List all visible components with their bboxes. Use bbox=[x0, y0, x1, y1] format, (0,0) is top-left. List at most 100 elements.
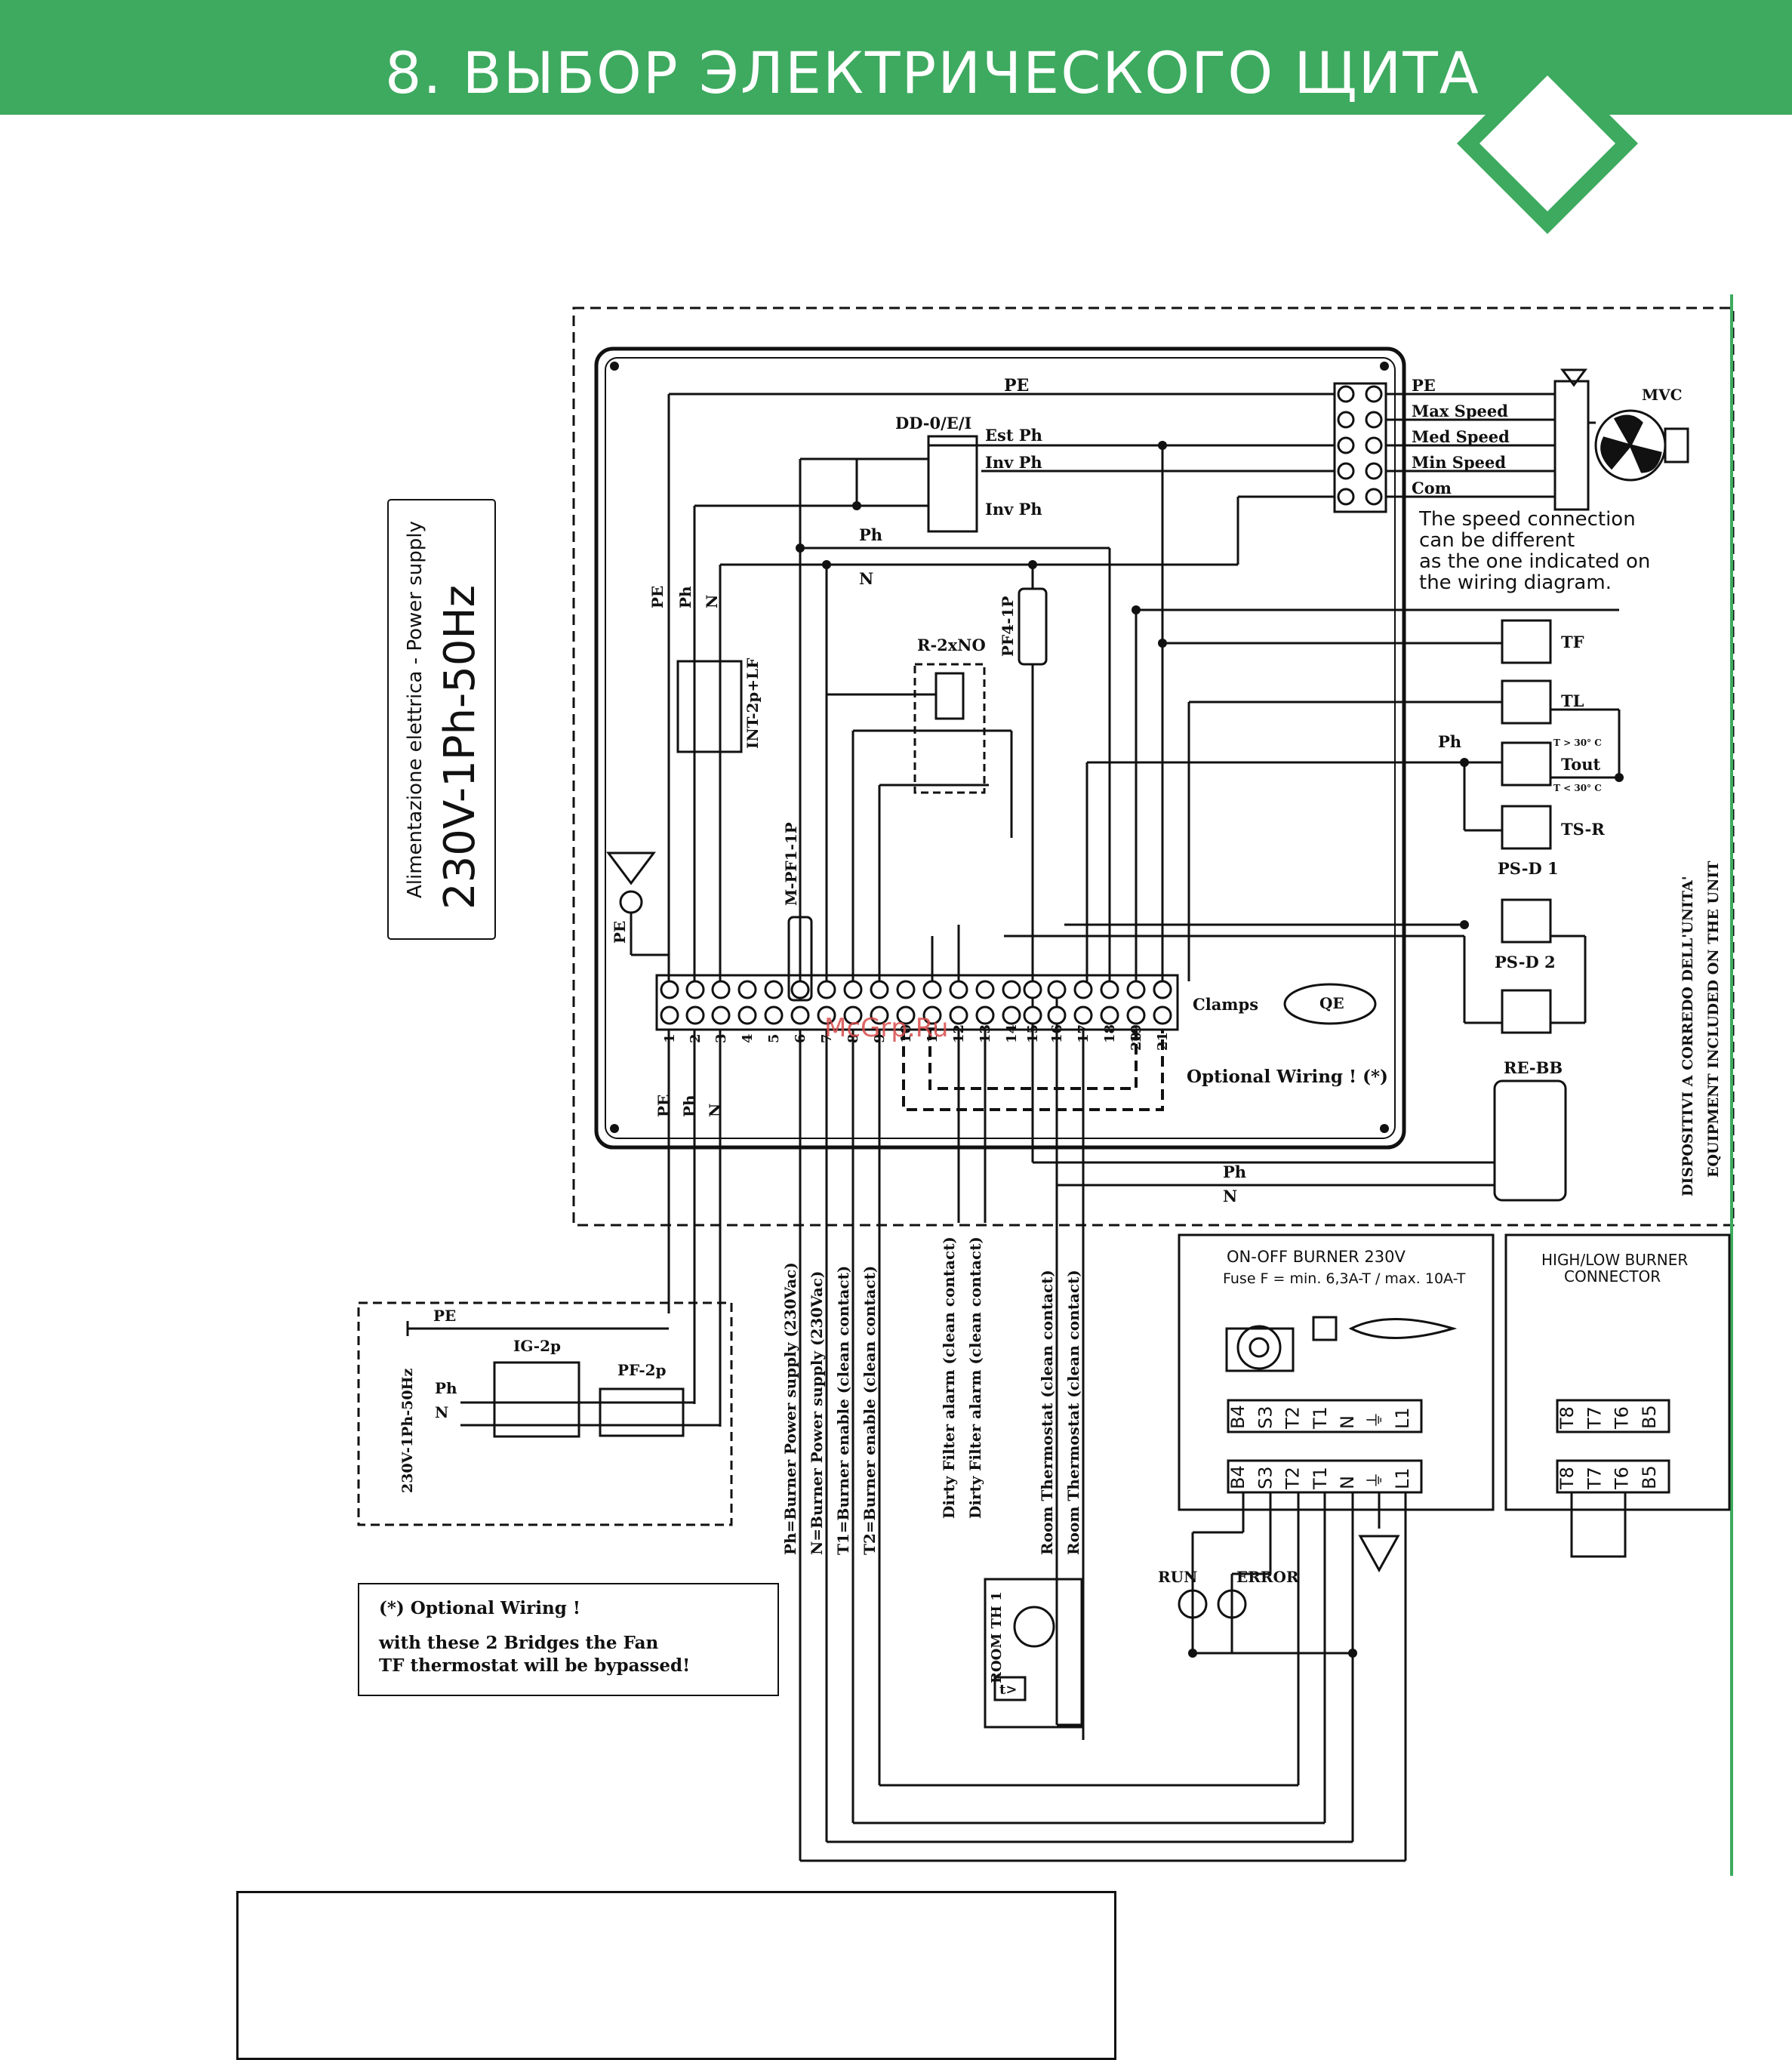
pf4-fuse bbox=[1018, 587, 1048, 666]
med-speed-label: Med Speed bbox=[1412, 427, 1510, 446]
r2xno-label: R-2xNO bbox=[917, 636, 986, 654]
n-inner-label: N bbox=[859, 569, 873, 588]
pf2-label: PF-2p bbox=[617, 1361, 667, 1379]
terminal-number: 21 bbox=[1155, 1032, 1171, 1051]
burner-fan-icon bbox=[1225, 1316, 1458, 1372]
ph-ext-label: Ph bbox=[435, 1379, 457, 1397]
psd1-pressure-switch bbox=[1501, 898, 1552, 944]
mvc-label: MVC bbox=[1642, 386, 1683, 404]
speed-note-3: as the one indicated on bbox=[1419, 550, 1650, 573]
psd2-pressure-switch bbox=[1501, 989, 1552, 1034]
terminal-number: 7 bbox=[819, 1033, 835, 1043]
electric-panel bbox=[594, 346, 1406, 1150]
t-hi-label: T > 30° C bbox=[1553, 737, 1602, 748]
pin-label: S3 bbox=[1255, 1466, 1276, 1489]
dispositivi-label: DISPOSITIVI A CORREDO DELL'UNITA' bbox=[1680, 876, 1696, 1196]
highlow-plug-top bbox=[1556, 1399, 1670, 1433]
n-ext-label: N bbox=[435, 1403, 448, 1421]
qe-text: QE bbox=[1319, 994, 1344, 1012]
highlow-plug-bottom bbox=[1556, 1459, 1670, 1494]
motor-terminal-block bbox=[1333, 380, 1590, 513]
pf2p-fuse bbox=[599, 1387, 685, 1437]
pe-earth-label: PE bbox=[611, 921, 629, 944]
pin-label: N bbox=[1337, 1415, 1358, 1429]
tsr-thermostat bbox=[1501, 805, 1552, 850]
vlabel-0: Ph=Burner Power supply (230Vac) bbox=[781, 1262, 799, 1555]
terminal-number: 15 bbox=[1025, 1024, 1041, 1043]
n-supply-label: N bbox=[703, 595, 721, 608]
vlabel-6: Room Thermostat (clean contact) bbox=[1038, 1270, 1056, 1555]
tf-thermostat bbox=[1501, 619, 1552, 664]
room-thermostat bbox=[984, 1578, 1083, 1729]
mvc-motor-icon bbox=[1560, 368, 1689, 482]
pin-label: T6 bbox=[1612, 1467, 1633, 1490]
pf4-label: PF4-1P bbox=[999, 596, 1017, 657]
pin-label: N bbox=[1337, 1476, 1358, 1489]
power-caption-it: Alimentazione elettrica - Power supply bbox=[404, 521, 426, 898]
tsr-label: TS-R bbox=[1561, 820, 1605, 839]
pin-label: T2 bbox=[1282, 1406, 1304, 1430]
power-caption-main: 230V-1Ph-50Hz bbox=[436, 585, 485, 910]
pin-label: S3 bbox=[1255, 1406, 1276, 1429]
run-label: RUN bbox=[1158, 1568, 1197, 1586]
terminal-number: 4 bbox=[740, 1033, 756, 1043]
pin-label: B5 bbox=[1639, 1405, 1660, 1429]
inv-ph-label-2: Inv Ph bbox=[985, 500, 1042, 519]
error-label: ERROR bbox=[1236, 1568, 1299, 1586]
terminal-number: 14 bbox=[1004, 1024, 1020, 1043]
int-switch bbox=[676, 660, 743, 753]
watermark: McGrp.Ru bbox=[824, 1013, 948, 1043]
terminal-number: 5 bbox=[766, 1033, 782, 1043]
header-bar: 8. ВЫБОР ЭЛЕКТРИЧЕСКОГО ЩИТА bbox=[0, 0, 1792, 115]
int-label: INT-2p+LF bbox=[744, 658, 762, 749]
pin-label: T6 bbox=[1612, 1406, 1633, 1430]
highlow-burner-box bbox=[1504, 1233, 1731, 1511]
com-label: Com bbox=[1412, 479, 1452, 497]
vlabel-1: N=Burner Power supply (230Vac) bbox=[808, 1270, 826, 1555]
terminal-number: 18 bbox=[1102, 1024, 1118, 1043]
optional-label: Optional Wiring ! (*) bbox=[1187, 1067, 1388, 1087]
terminal-number: 16 bbox=[1049, 1024, 1065, 1043]
rebb-label: RE-BB bbox=[1504, 1058, 1563, 1077]
run-lamp-icon bbox=[1178, 1589, 1208, 1619]
pin-label: ⏚ bbox=[1365, 1411, 1386, 1429]
terminal-number: 19 bbox=[1128, 1024, 1144, 1043]
pin-label: T7 bbox=[1584, 1467, 1605, 1490]
terminal-number: 10 bbox=[898, 1024, 914, 1043]
note-line3: TF thermostat will be bypassed! bbox=[379, 1655, 690, 1676]
n-rebb-label: N bbox=[1223, 1187, 1237, 1206]
terminal-number: 11 bbox=[925, 1024, 941, 1043]
vlabel-4: Dirty Filter alarm (clean contact) bbox=[940, 1236, 958, 1519]
pe-supply-label: PE bbox=[648, 586, 667, 608]
note-box bbox=[358, 1583, 779, 1696]
ig2p-switch bbox=[493, 1361, 580, 1438]
pe-motor-label: PE bbox=[1412, 376, 1436, 395]
error-lamp-icon bbox=[1217, 1589, 1247, 1619]
header-diamond-icon bbox=[1457, 53, 1638, 234]
terminal-number: 8 bbox=[845, 1033, 861, 1043]
tout-label: Tout bbox=[1561, 755, 1600, 774]
clamps-label: Clamps bbox=[1193, 995, 1258, 1014]
burner-plug-top bbox=[1227, 1399, 1423, 1433]
pin-label: T7 bbox=[1584, 1406, 1605, 1430]
tf-label: TF bbox=[1561, 633, 1584, 651]
pe-drop-label: PE bbox=[654, 1095, 673, 1117]
burner-title: ON-OFF BURNER 230V bbox=[1227, 1248, 1406, 1266]
t-lo-label: T < 30° C bbox=[1553, 783, 1602, 793]
pin-label: B5 bbox=[1639, 1465, 1660, 1489]
page-title: 8. ВЫБОР ЭЛЕКТРИЧЕСКОГО ЩИТА bbox=[385, 39, 1480, 106]
r2xno-relay bbox=[913, 663, 986, 794]
terminal-number: 9 bbox=[872, 1033, 888, 1043]
max-speed-label: Max Speed bbox=[1412, 402, 1508, 420]
pin-label: T1 bbox=[1310, 1467, 1331, 1490]
highlow-title-1: HIGH/LOW BURNER bbox=[1541, 1251, 1688, 1269]
highlow-title-2: CONNECTOR bbox=[1564, 1267, 1661, 1286]
pe-top-label: PE bbox=[1004, 376, 1029, 396]
pin-label: ⏚ bbox=[1365, 1471, 1386, 1489]
earth-icon bbox=[606, 851, 656, 885]
dd-switch bbox=[927, 435, 978, 533]
